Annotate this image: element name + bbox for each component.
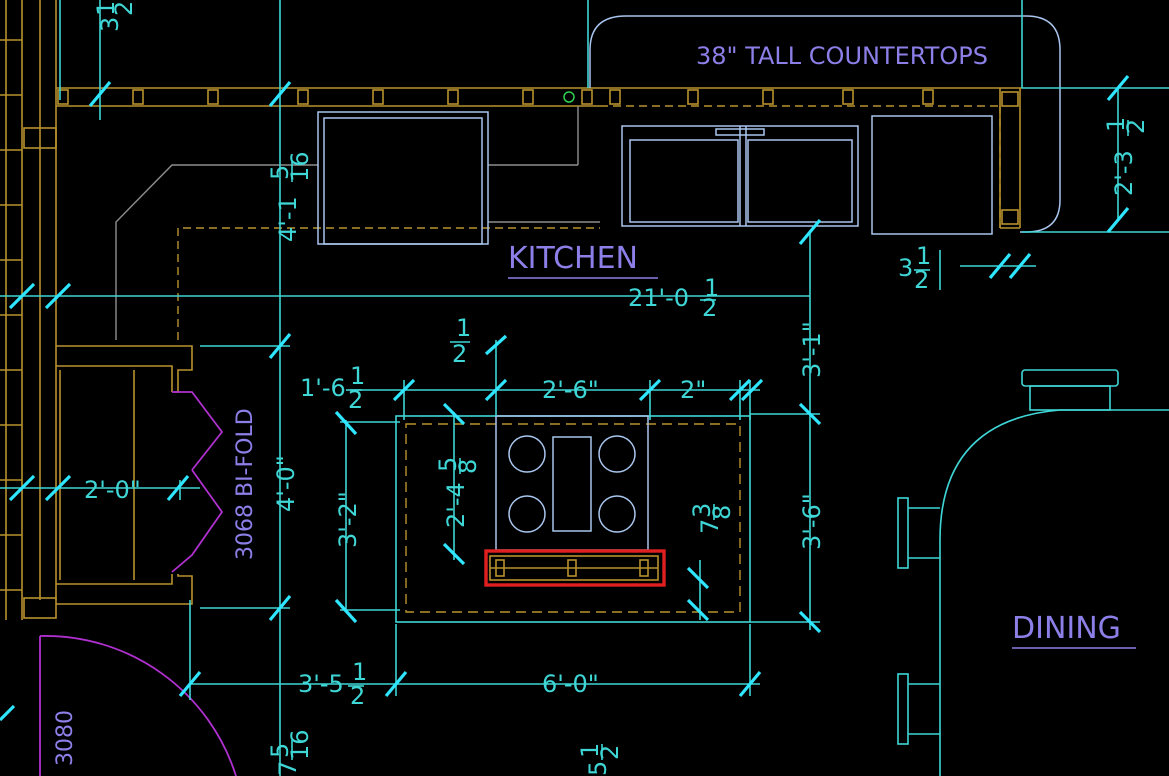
dimension-ticks (0, 74, 1130, 722)
svg-text:7: 7 (696, 519, 724, 534)
base-cabinets (115, 106, 600, 340)
svg-text:7: 7 (274, 761, 302, 776)
room-label-dining: DINING (1012, 611, 1121, 646)
svg-text:8: 8 (454, 459, 482, 474)
svg-text:1'-6: 1'-6 (300, 374, 346, 402)
svg-text:16: 16 (286, 729, 314, 760)
svg-text:1: 1 (92, 1, 120, 16)
svg-text:5: 5 (584, 761, 612, 776)
dim-pantry-height: 4'-0" (272, 455, 300, 512)
dim-kitchen-width: 21'-0 1 2 (628, 274, 719, 322)
dim-top-left: 3 1 2 (92, 1, 138, 32)
countertop-note: 38" TALL COUNTERTOPS (696, 42, 988, 70)
svg-text:3: 3 (96, 17, 124, 32)
dim-island-offset: 1'-6 1 2 (300, 362, 365, 414)
refrigerator (871, 115, 993, 235)
svg-text:3'-5: 3'-5 (298, 670, 344, 698)
dim-island-depth: 3'-2" (334, 491, 362, 548)
dim-hall-width: 3'-5 1 2 (298, 658, 367, 710)
dim-island-to-dining: 3'-1" (798, 321, 826, 378)
svg-text:2: 2 (452, 340, 467, 368)
svg-text:2'-4: 2'-4 (442, 482, 470, 528)
svg-text:1: 1 (456, 314, 471, 342)
svg-text:2: 2 (596, 745, 624, 760)
svg-text:2: 2 (702, 294, 717, 322)
dim-bottom-left: 7 5 16 (266, 729, 314, 776)
dim-counter-depth: 2'-3 1 2 (1102, 117, 1150, 196)
svg-text:2: 2 (110, 1, 138, 16)
svg-text:5: 5 (266, 165, 294, 180)
dining-table (897, 369, 1169, 776)
svg-text:2: 2 (350, 682, 365, 710)
dim-island-width: 6'-0" (542, 670, 599, 698)
svg-text:8: 8 (708, 505, 736, 520)
svg-text:1: 1 (352, 658, 367, 686)
dim-kitchen-depth: 4'-1 5 16 (266, 151, 314, 242)
svg-text:5: 5 (434, 457, 462, 472)
svg-text:1: 1 (1102, 117, 1130, 132)
entry-door-label: 3080 (53, 710, 78, 766)
svg-text:2: 2 (348, 386, 363, 414)
top-wall-studs (57, 89, 934, 105)
svg-text:3: 3 (688, 503, 716, 518)
svg-text:3: 3 (898, 254, 913, 282)
dim-cooktop-width: 2'-6" (542, 376, 599, 404)
svg-text:2: 2 (1122, 119, 1150, 134)
wall-framing (0, 0, 1022, 620)
dim-cooktop-depth: 2'-4 5 8 (434, 457, 482, 528)
dim-island-half: 1 2 (450, 314, 471, 368)
appliances (317, 15, 1061, 245)
selection-highlight[interactable] (484, 549, 666, 587)
dim-cooktop-gap: 7 3 8 (688, 503, 736, 534)
dim-bottom-center: 5 1 2 (576, 743, 624, 776)
room-label-kitchen: KITCHEN (508, 241, 638, 276)
dim-island-height: 3'-6" (798, 493, 826, 550)
svg-text:16: 16 (286, 151, 314, 182)
svg-text:21'-0: 21'-0 (628, 284, 689, 312)
svg-text:2: 2 (914, 266, 929, 294)
svg-text:5: 5 (266, 743, 294, 758)
bifold-door-label: 3068 BI-FOLD (233, 408, 258, 560)
svg-text:1: 1 (576, 743, 604, 758)
dim-cooktop-side: 2" (680, 376, 706, 404)
svg-text:1: 1 (704, 274, 719, 302)
svg-text:1: 1 (350, 362, 365, 390)
svg-text:1: 1 (916, 242, 931, 270)
dishwasher (317, 111, 489, 245)
svg-text:2'-3: 2'-3 (1110, 150, 1138, 196)
svg-text:4'-1: 4'-1 (274, 196, 302, 242)
dim-counter-side: 3 1 2 (898, 242, 931, 294)
doors (39, 391, 237, 776)
dim-pantry-width: 2'-0" (84, 476, 141, 504)
